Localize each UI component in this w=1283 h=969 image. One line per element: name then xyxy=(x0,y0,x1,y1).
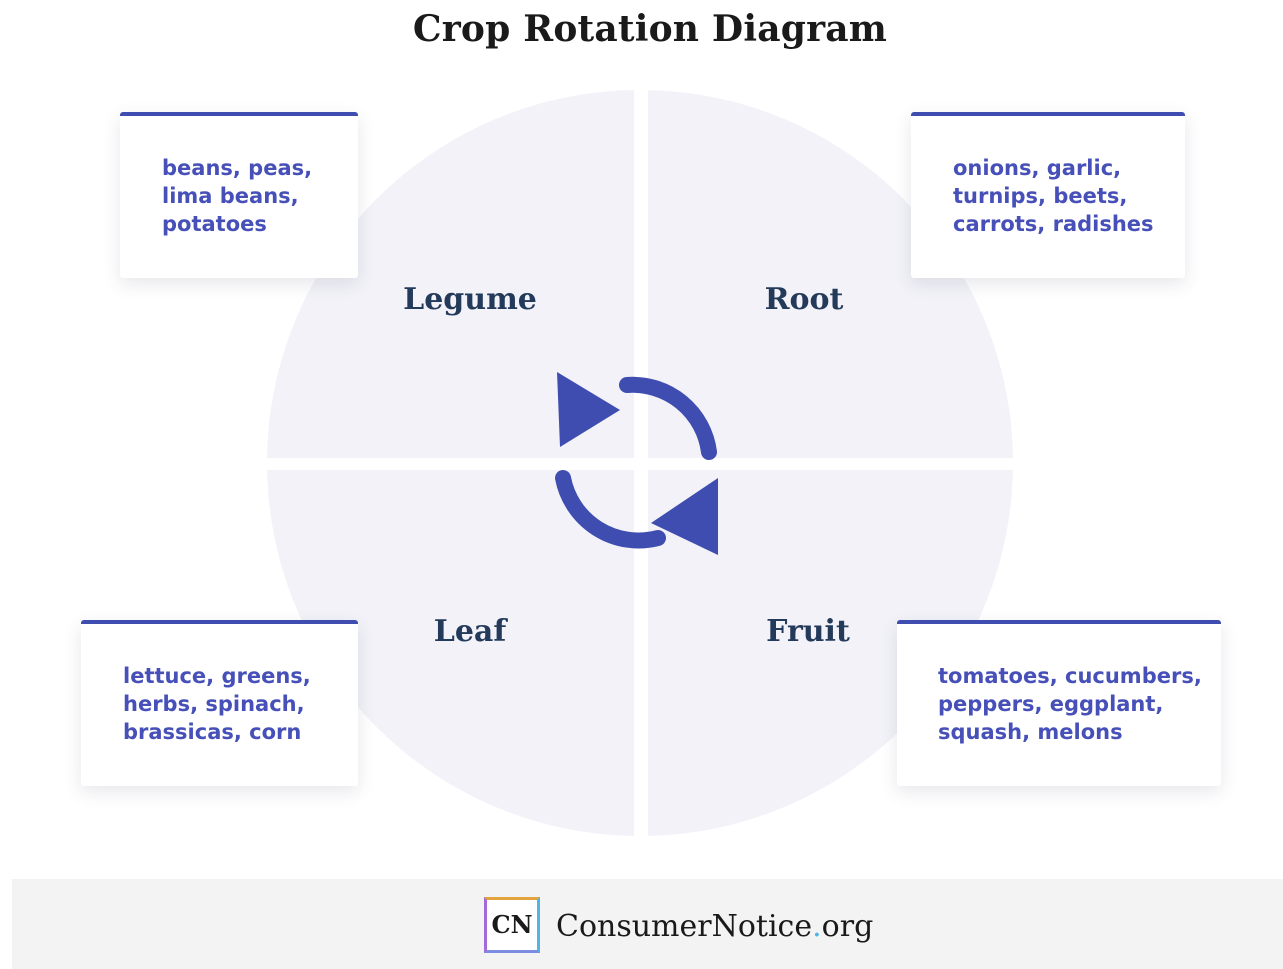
quadrant-label-leaf: Leaf xyxy=(433,614,507,649)
quadrant-label-legume: Legume xyxy=(403,282,537,317)
brand-name-tld: org xyxy=(821,909,874,944)
leaf-crops-text: lettuce, greens, herbs, spinach, brassic… xyxy=(123,664,311,744)
root-crops-text: onions, garlic, turnips, beets, carrots,… xyxy=(953,156,1154,236)
quadrant-label-fruit: Fruit xyxy=(766,614,850,649)
legume-crops-card: beans, peas, lima beans, potatoes xyxy=(120,112,358,278)
legume-crops-text: beans, peas, lima beans, potatoes xyxy=(162,156,313,236)
footer-bar: CN ConsumerNotice.org xyxy=(12,879,1283,969)
leaf-crops-card: lettuce, greens, herbs, spinach, brassic… xyxy=(81,620,358,786)
brand-logo-mark: CN xyxy=(491,910,533,939)
rotation-arrows-icon xyxy=(555,372,718,555)
brand-logo: CN xyxy=(484,897,540,953)
fruit-crops-text: tomatoes, cucumbers, peppers, eggplant, … xyxy=(938,664,1202,744)
brand-name-text: ConsumerNotice xyxy=(556,909,813,944)
root-crops-card: onions, garlic, turnips, beets, carrots,… xyxy=(911,112,1185,278)
quadrant-label-root: Root xyxy=(764,282,844,317)
fruit-crops-card: tomatoes, cucumbers, peppers, eggplant, … xyxy=(897,620,1221,786)
diagram-title: Crop Rotation Diagram xyxy=(412,8,888,50)
brand-name-dot: . xyxy=(812,909,822,944)
brand-name: ConsumerNotice.org xyxy=(556,909,873,944)
